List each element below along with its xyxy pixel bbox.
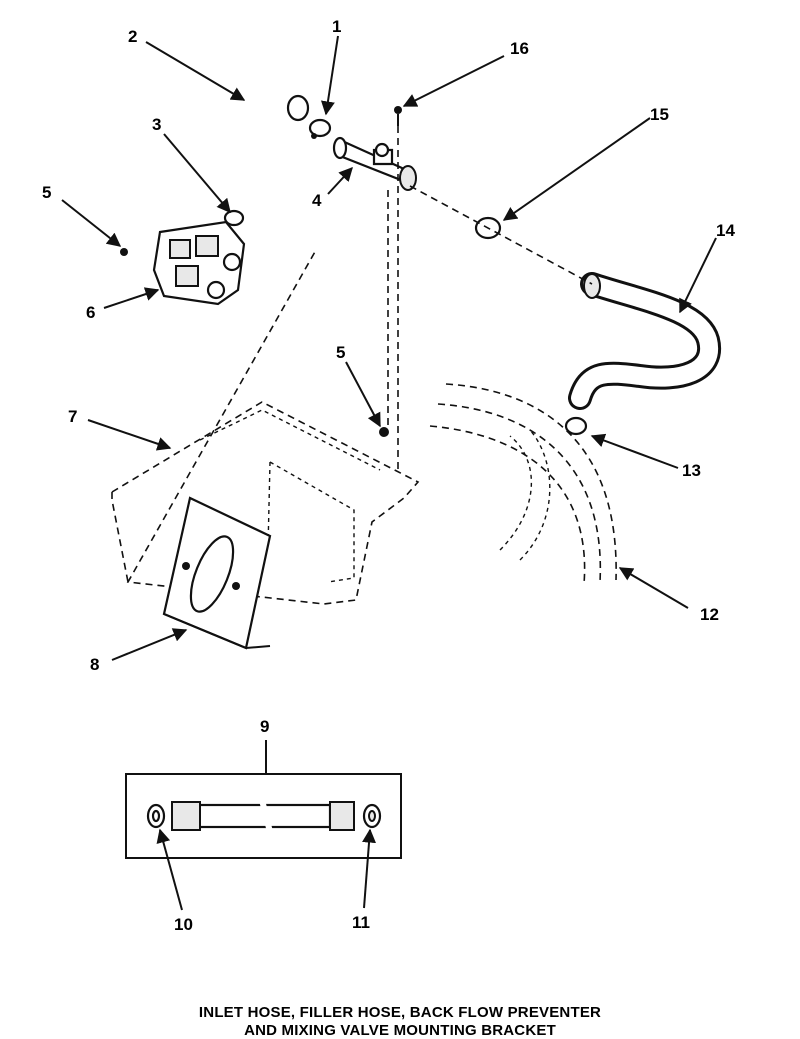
screw-part-5-upper: [120, 248, 128, 256]
hose-clamp-part-1: [308, 118, 332, 139]
back-flow-preventer-part-4: [332, 136, 417, 191]
callout-5-lower: 5: [336, 343, 345, 362]
callout-11: 11: [352, 913, 370, 932]
callout-5-upper: 5: [42, 183, 51, 202]
callout-8: 8: [90, 655, 99, 674]
filler-hose-part-2: [232, 89, 310, 200]
callout-3: 3: [152, 115, 161, 134]
screw-part-16: [394, 106, 402, 126]
callout-13: 13: [682, 461, 701, 480]
washer-part-10: [146, 803, 166, 829]
inlet-hose-part-9: [125, 740, 402, 859]
diagram-caption-line-1: INLET HOSE, FILLER HOSE, BACK FLOW PREVE…: [198, 1004, 602, 1021]
diagram-caption-line-2: AND MIXING VALVE MOUNTING BRACKET: [244, 1022, 556, 1039]
callout-10: 10: [174, 915, 193, 934]
callout-16: 16: [510, 39, 529, 58]
callout-14: 14: [716, 221, 735, 240]
tub-hose-part-14: [568, 272, 722, 410]
callout-7: 7: [68, 407, 77, 426]
bracket-plate-part-8: [162, 496, 272, 650]
callout-2: 2: [128, 27, 137, 46]
callout-1: 1: [332, 17, 341, 36]
assembly-guide-lines: [387, 126, 593, 470]
tub-rim-part-12: [429, 383, 617, 585]
screw-part-5-lower: [379, 427, 389, 437]
callout-15: 15: [650, 105, 669, 124]
callout-4: 4: [312, 191, 322, 210]
callout-9: 9: [260, 717, 269, 736]
leader-lines: [61, 35, 717, 911]
hose-clamp-part-3: [223, 209, 245, 227]
callout-labels: 1 2 3 4 5 5 6 7 8 9 10 11 12 13 14 15 16: [42, 17, 735, 934]
callout-6: 6: [86, 303, 95, 322]
hose-clamp-part-13: [564, 416, 588, 436]
callout-12: 12: [700, 605, 719, 624]
mixing-valve-part-6: [152, 220, 246, 306]
screen-washer-part-11: [362, 803, 382, 829]
